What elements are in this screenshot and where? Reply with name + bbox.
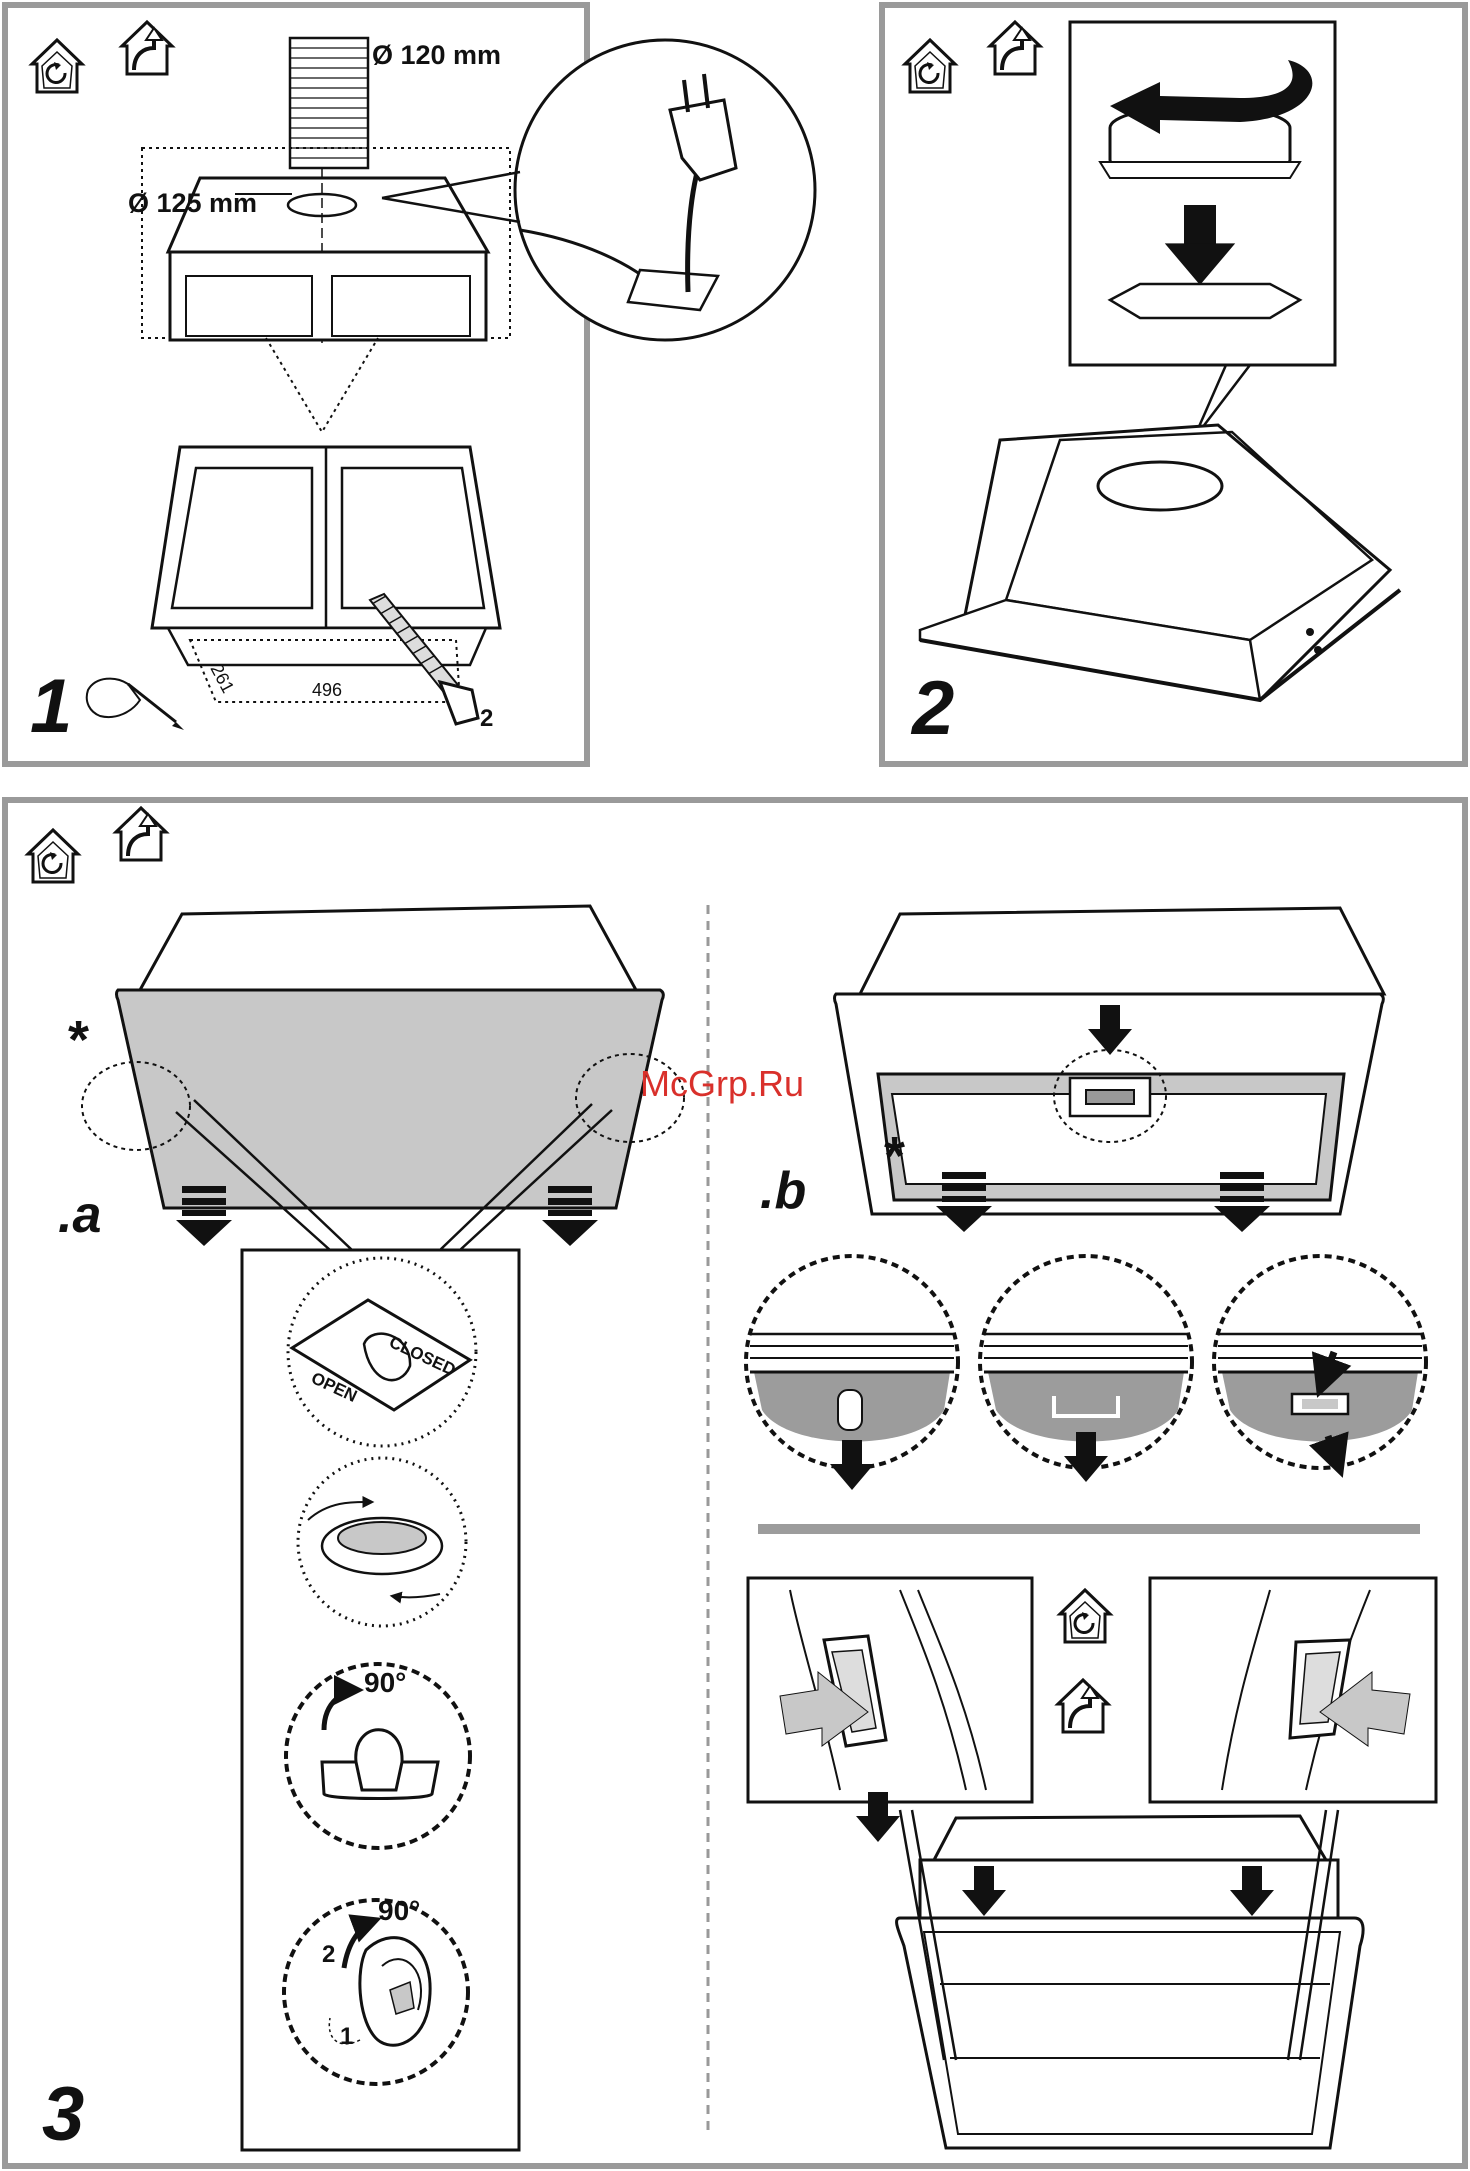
order-second-label: 2 bbox=[322, 1941, 335, 1968]
cutout-width-label: 496 bbox=[312, 680, 342, 700]
rotation-angle-2: 90° bbox=[378, 1895, 420, 1926]
wall-cabinet bbox=[152, 447, 500, 702]
step-2-number: 2 bbox=[910, 666, 954, 751]
rotate-lock-90-detail: 90° bbox=[286, 1664, 470, 1848]
step-1-number: 1 bbox=[30, 664, 72, 749]
section-b-label: .b bbox=[760, 1162, 806, 1220]
section-separator bbox=[758, 1524, 1420, 1534]
panel-2: 2 bbox=[882, 5, 1465, 764]
watermark: McGrp.Ru bbox=[640, 1063, 804, 1104]
asterisk-a: * bbox=[68, 1010, 89, 1070]
hood-filter-panel-a bbox=[82, 906, 684, 1208]
order-first-label: 1 bbox=[340, 2023, 353, 2050]
hood-top-opening bbox=[1110, 284, 1300, 318]
saw-step-label: 2 bbox=[480, 705, 493, 732]
panel-1: Ø 120 mm Ø 125 mm 496 261 bbox=[5, 5, 815, 764]
step-3-number: 3 bbox=[42, 2072, 84, 2157]
rotation-angle-1: 90° bbox=[364, 1667, 406, 1698]
asterisk-b: * bbox=[884, 1126, 905, 1186]
section-a-label: .a bbox=[58, 1186, 101, 1244]
hood-install-front bbox=[897, 1810, 1364, 2148]
panel-3: * .a OPEN CLOSED 90° bbox=[5, 800, 1465, 2166]
rotate-lock-detail bbox=[298, 1458, 466, 1626]
left-clip-detail-box bbox=[748, 1578, 1032, 1802]
duct-diameter-label: Ø 120 mm bbox=[372, 40, 501, 70]
hood-filter-panel-b bbox=[835, 908, 1385, 1214]
lock-open-closed-detail: OPEN CLOSED bbox=[288, 1258, 476, 1446]
flexible-duct bbox=[290, 38, 368, 168]
hole-diameter-label: Ø 125 mm bbox=[128, 188, 257, 218]
